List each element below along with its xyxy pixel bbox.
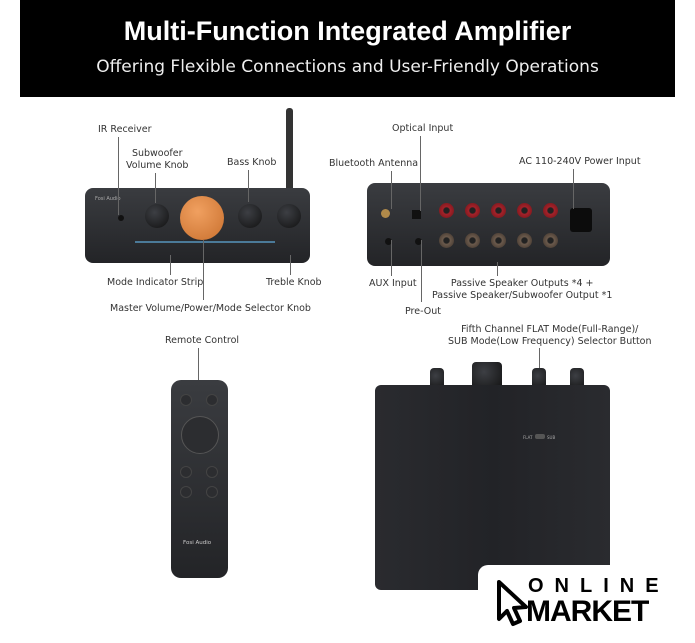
- knob-top: [430, 368, 444, 390]
- power-button: [180, 394, 192, 406]
- bluetooth-antenna-port: [381, 209, 390, 218]
- master-volume-knob: [180, 196, 224, 240]
- remote-button: [206, 486, 218, 498]
- logo-line1: ONLINE: [528, 575, 670, 597]
- speaker-post: [439, 203, 454, 218]
- label-passive-outputs: Passive Speaker Outputs *4 +Passive Spea…: [432, 278, 612, 302]
- amplifier-rear: [367, 183, 610, 266]
- remote-button: [206, 466, 218, 478]
- remote-button: [180, 486, 192, 498]
- speaker-post: [517, 233, 532, 248]
- speaker-post: [491, 233, 506, 248]
- knob-top: [532, 368, 546, 390]
- logo-line2: MARKET: [526, 595, 649, 628]
- speaker-post: [491, 203, 506, 218]
- speaker-post: [543, 233, 558, 248]
- speaker-post: [439, 233, 454, 248]
- label-line: Fifth Channel FLAT Mode(Full-Range)/: [461, 324, 639, 335]
- cursor-icon: [497, 580, 528, 626]
- header-banner: Multi-Function Integrated Amplifier Offe…: [20, 0, 675, 97]
- label-bluetooth-antenna: Bluetooth Antenna: [329, 158, 419, 169]
- amplifier-front: Fosi Audio: [85, 188, 310, 263]
- switch-label-flat: FLAT: [523, 435, 533, 440]
- preout-port: [415, 238, 422, 245]
- label-line: Subwoofer: [131, 148, 183, 159]
- antenna: [286, 108, 293, 193]
- bluetooth-button: [206, 394, 218, 406]
- label-mode-strip: Mode Indicator Strip: [107, 277, 204, 288]
- online-market-logo: ONLINE MARKET: [478, 565, 678, 643]
- page-subtitle: Offering Flexible Connections and User-F…: [96, 57, 599, 77]
- playback-ring: [181, 416, 219, 454]
- label-treble-knob: Treble Knob: [266, 277, 322, 288]
- bass-knob: [238, 204, 262, 228]
- aux-input-port: [385, 238, 392, 245]
- speaker-post: [465, 203, 480, 218]
- mode-indicator-strip: [135, 241, 275, 243]
- speaker-post: [465, 233, 480, 248]
- optical-input-port: [412, 210, 421, 219]
- label-remote-control: Remote Control: [165, 335, 240, 346]
- page-title: Multi-Function Integrated Amplifier: [123, 16, 572, 46]
- label-optical-input: Optical Input: [392, 123, 454, 134]
- knob-top: [570, 368, 584, 390]
- label-line: Passive Speaker Outputs *4 +: [450, 278, 594, 289]
- label-ac-input: AC 110-240V Power Input: [519, 156, 641, 167]
- subwoofer-knob: [145, 204, 169, 228]
- speaker-post: [543, 203, 558, 218]
- label-bass-knob: Bass Knob: [227, 157, 277, 168]
- ir-receiver: [118, 215, 124, 221]
- label-line: Passive Speaker/Subwoofer Output *1: [432, 290, 613, 301]
- switch-label-sub: SUB: [547, 435, 556, 440]
- label-line: Volume Knob: [126, 160, 189, 171]
- treble-knob: [277, 204, 301, 228]
- brand-label: Fosi Audio: [95, 196, 121, 202]
- speaker-post: [517, 203, 532, 218]
- remote-button: [180, 466, 192, 478]
- label-line: SUB Mode(Low Frequency) Selector Button: [448, 336, 652, 347]
- label-ir-receiver: IR Receiver: [98, 124, 152, 135]
- label-aux-input: AUX Input: [369, 278, 417, 289]
- remote-brand: Fosi Audio: [183, 540, 212, 546]
- remote-control: Fosi Audio: [171, 380, 228, 578]
- label-master-knob: Master Volume/Power/Mode Selector Knob: [110, 303, 311, 314]
- power-socket: [570, 208, 592, 232]
- label-selector-button: Fifth Channel FLAT Mode(Full-Range)/SUB …: [448, 324, 652, 348]
- amplifier-bottom: FLAT SUB: [375, 385, 610, 590]
- flat-sub-switch: [535, 434, 545, 439]
- label-pre-out: Pre-Out: [405, 306, 442, 317]
